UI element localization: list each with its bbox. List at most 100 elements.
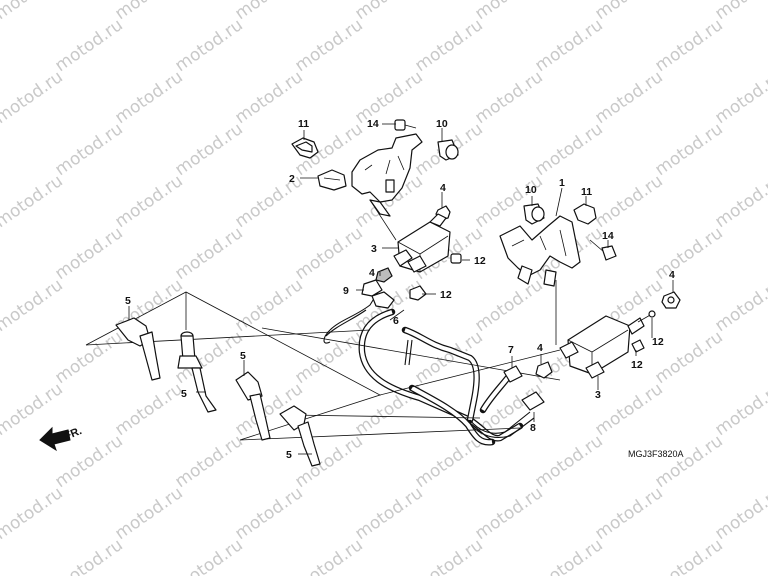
callout-14-right: 14	[602, 230, 614, 242]
watermark-text: motod.ru	[231, 171, 306, 232]
part-11-clip-upper	[291, 137, 319, 159]
callout-4-upper: 4	[440, 182, 446, 194]
watermark-text: motod.ru	[171, 535, 246, 576]
watermark-text: motod.ru	[171, 119, 246, 180]
callout-11-upper: 11	[298, 118, 309, 130]
watermark-text: motod.ru	[471, 67, 546, 128]
callout-4-right: 4	[669, 269, 675, 281]
watermark-text: motod.ru	[0, 275, 67, 336]
part-11-clip-right	[573, 203, 597, 225]
watermark-text: motod.ru	[471, 0, 546, 24]
watermark-text: motod.ru	[591, 171, 666, 232]
watermark-text: motod.ru	[711, 275, 768, 336]
watermark-text: motod.ru	[411, 535, 486, 576]
callout-10-right: 10	[525, 184, 537, 196]
callout-5-lower: 5	[286, 449, 292, 461]
watermark-text: motod.ru	[651, 535, 726, 576]
callout-5-center: 5	[240, 350, 246, 362]
watermark-text: motod.ru	[291, 535, 366, 576]
watermark-text: motod.ru	[111, 67, 186, 128]
callout-8: 8	[530, 422, 536, 434]
callout-12-b: 12	[440, 289, 452, 301]
watermark-text: motod.ru	[651, 431, 726, 492]
callout-labels: 11 2 14 10 4 3 4 9 12 12 6 10 1 11 14 4 …	[125, 118, 675, 461]
watermark-text: motod.ru	[0, 67, 67, 128]
watermark-text: motod.ru	[111, 483, 186, 544]
watermark-text: motod.ru	[351, 0, 426, 24]
watermark-text: motod.ru	[411, 15, 486, 76]
callout-12-c: 12	[652, 336, 664, 348]
part-5-plug-cap-lower	[279, 405, 321, 467]
callout-11-right: 11	[581, 186, 592, 198]
callout-12-a: 12	[474, 255, 486, 267]
watermark-text: motod.ru	[51, 327, 126, 388]
watermark-text: motod.ru	[51, 119, 126, 180]
part-5-plug-cap-far-left	[115, 317, 161, 381]
callout-6: 6	[393, 315, 399, 327]
part-14-bolt-right	[589, 239, 617, 261]
part-2-grommet	[317, 169, 347, 191]
watermark-text: motod.ru	[231, 483, 306, 544]
watermark-text: motod.ru	[531, 15, 606, 76]
callout-3-left: 3	[371, 243, 377, 255]
diagram-code: MGJ3F3820A	[628, 449, 684, 459]
front-label: FR.	[63, 425, 84, 443]
watermark-text: motod.ru	[651, 223, 726, 284]
part-10-collar-upper	[437, 139, 459, 161]
leader-lines	[128, 123, 674, 455]
callout-9: 9	[343, 285, 349, 297]
part-4-nut-mid	[375, 267, 393, 283]
watermark-text: motod.ru	[591, 483, 666, 544]
watermark-text: motod.ru	[711, 171, 768, 232]
right-bracket	[499, 215, 581, 287]
watermark-text: motod.ru	[231, 67, 306, 128]
part-4-nut-right	[661, 291, 681, 309]
part-14-bolt-upper	[394, 119, 417, 131]
part-12-bolt-c	[637, 310, 656, 323]
watermark-text: motod.ru	[351, 67, 426, 128]
callout-7: 7	[508, 344, 514, 356]
callout-5-far-left: 5	[125, 295, 131, 307]
watermark-text: motod.ru	[111, 171, 186, 232]
part-8-connector	[521, 391, 545, 411]
callout-2: 2	[289, 173, 295, 185]
watermark-text: motod.ru	[471, 275, 546, 336]
watermark-text: motod.ru	[711, 379, 768, 440]
callout-12-d: 12	[631, 359, 643, 371]
callout-4-lower: 4	[537, 342, 543, 354]
part-12-bolt-a	[450, 253, 462, 264]
watermark-text: motod.ru	[651, 15, 726, 76]
watermark-text: motod.ru	[471, 483, 546, 544]
watermark-text: motod.ru	[231, 0, 306, 24]
watermark-text: motod.ru	[0, 379, 67, 440]
part-4-nut-lower	[535, 361, 553, 379]
callout-10-upper: 10	[436, 118, 448, 130]
watermark-text: motod.ru	[591, 67, 666, 128]
part-12-bolt-d	[631, 339, 645, 353]
watermark-text: motod.ru	[711, 0, 768, 24]
front-arrow-icon	[39, 426, 71, 452]
watermark-text: motod.ru	[0, 171, 67, 232]
watermark-text: motod.ru	[111, 0, 186, 24]
watermark-text: motod.ru	[531, 431, 606, 492]
watermark-text: motod.ru	[231, 275, 306, 336]
watermark-text: motod.ru	[351, 483, 426, 544]
watermark-text: motod.ru	[51, 15, 126, 76]
part-12-bolt-b	[409, 285, 427, 301]
watermark-text: motod.ru	[531, 119, 606, 180]
watermark-text: motod.ru	[0, 0, 67, 24]
watermark-text: motod.ru	[51, 535, 126, 576]
callout-14-upper: 14	[367, 118, 379, 130]
watermark-text: motod.ru	[291, 327, 366, 388]
ignition-wire-harness	[323, 291, 535, 446]
watermark-text: motod.ru	[291, 223, 366, 284]
watermark-text: motod.ru	[291, 15, 366, 76]
watermark-text: motod.ru	[171, 223, 246, 284]
part-5-plug-cap-center	[235, 371, 271, 441]
part-10-collar-right	[523, 203, 545, 225]
callout-3-right: 3	[595, 389, 601, 401]
part-3-ignition-coil-right	[559, 315, 645, 379]
upper-bracket	[351, 133, 423, 217]
callout-4-mid: 4	[369, 267, 375, 279]
